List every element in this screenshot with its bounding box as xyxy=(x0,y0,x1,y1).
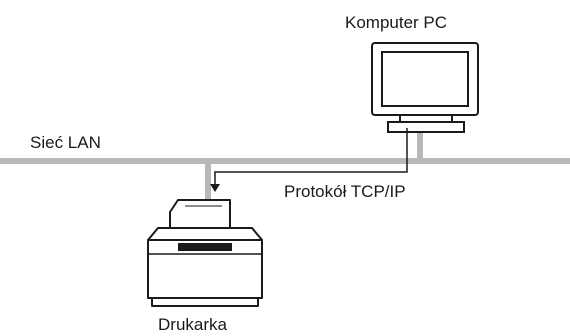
printer-label: Drukarka xyxy=(158,315,227,334)
protocol-path xyxy=(214,128,408,184)
protocol-label: Protokół TCP/IP xyxy=(284,182,406,201)
lan-line xyxy=(0,158,570,164)
pc-lan-drop xyxy=(417,124,423,160)
protocol-arrow-head xyxy=(210,184,220,192)
lan-label: Sieć LAN xyxy=(30,133,101,152)
printer-slot xyxy=(178,243,232,251)
printer-icon xyxy=(147,199,263,307)
computer-label: Komputer PC xyxy=(345,13,448,32)
computer-icon xyxy=(371,42,479,133)
printer-lan-drop xyxy=(205,162,211,200)
